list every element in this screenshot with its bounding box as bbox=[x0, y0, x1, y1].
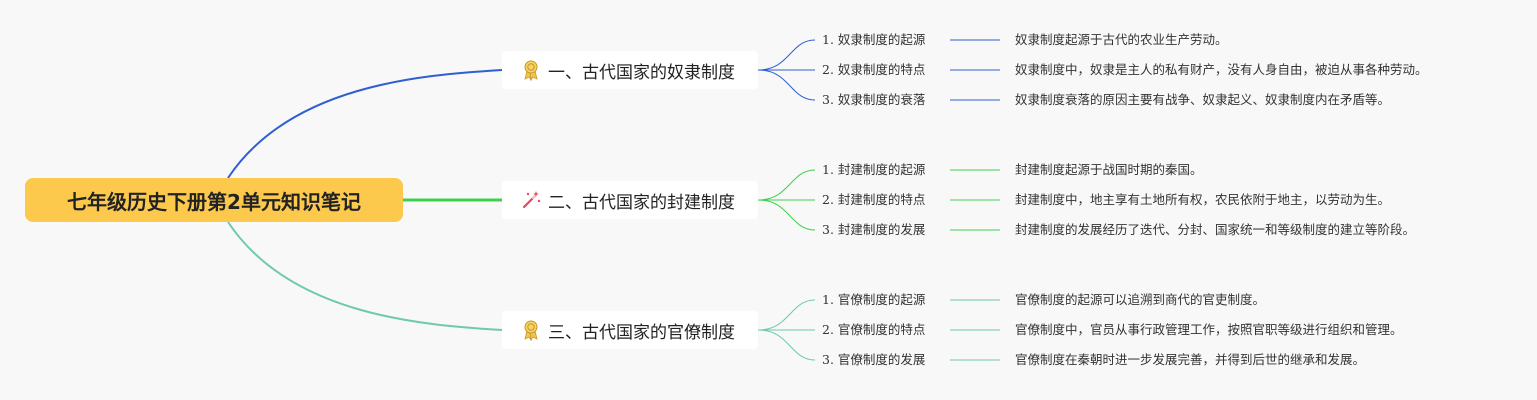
connector-root-branch1 bbox=[227, 69, 503, 179]
branch-topic-feudal[interactable]: 二、古代国家的封建制度 bbox=[502, 181, 758, 219]
branch-label: 一、古代国家的奴隶制度 bbox=[548, 62, 735, 83]
branch-topic-slavery[interactable]: 一、古代国家的奴隶制度 bbox=[502, 51, 758, 89]
subtopic-slavery-origin[interactable]: 1. 奴隶制度的起源 bbox=[822, 32, 926, 47]
subtopic-slavery-decline[interactable]: 3. 奴隶制度的衰落 bbox=[822, 92, 926, 107]
connector-b2-sub3 bbox=[757, 199, 816, 231]
desc-bureaucracy-features[interactable]: 官僚制度中，官员从事行政管理工作，按照官职等级进行组织和管理。 bbox=[1015, 322, 1403, 337]
connector-b3-sub1 bbox=[757, 299, 816, 331]
desc-feudal-development[interactable]: 封建制度的发展经历了迭代、分封、国家统一和等级制度的建立等阶段。 bbox=[1015, 222, 1416, 237]
branch-label: 二、古代国家的封建制度 bbox=[548, 192, 735, 213]
subtopic-bureaucracy-features[interactable]: 2. 官僚制度的特点 bbox=[822, 322, 926, 337]
desc-slavery-decline[interactable]: 奴隶制度衰落的原因主要有战争、奴隶起义、奴隶制度内在矛盾等。 bbox=[1015, 92, 1391, 107]
subtopic-feudal-origin[interactable]: 1. 封建制度的起源 bbox=[822, 162, 926, 177]
connector-root-branch3 bbox=[227, 221, 503, 331]
desc-bureaucracy-development[interactable]: 官僚制度在秦朝时进一步发展完善，并得到后世的继承和发展。 bbox=[1015, 352, 1366, 367]
subtopic-bureaucracy-development[interactable]: 3. 官僚制度的发展 bbox=[822, 352, 926, 367]
connector-b1-sub3 bbox=[757, 69, 816, 101]
magic-wand-icon bbox=[520, 189, 542, 211]
connector-b1-sub1 bbox=[757, 39, 816, 71]
branch-topic-bureaucracy[interactable]: 三、古代国家的官僚制度 bbox=[502, 311, 758, 349]
connector-b3-sub3 bbox=[757, 329, 816, 361]
award-ribbon-icon bbox=[520, 59, 542, 82]
desc-feudal-origin[interactable]: 封建制度起源于战国时期的秦国。 bbox=[1015, 162, 1203, 177]
branch-label: 三、古代国家的官僚制度 bbox=[548, 322, 735, 343]
desc-slavery-origin[interactable]: 奴隶制度起源于古代的农业生产劳动。 bbox=[1015, 32, 1228, 47]
desc-feudal-features[interactable]: 封建制度中，地主享有土地所有权，农民依附于地主，以劳动为生。 bbox=[1015, 192, 1391, 207]
desc-slavery-features[interactable]: 奴隶制度中，奴隶是主人的私有财产，没有人身自由，被迫从事各种劳动。 bbox=[1015, 62, 1428, 77]
award-ribbon-icon bbox=[520, 319, 542, 342]
subtopic-feudal-development[interactable]: 3. 封建制度的发展 bbox=[822, 222, 926, 237]
subtopic-bureaucracy-origin[interactable]: 1. 官僚制度的起源 bbox=[822, 292, 926, 307]
desc-bureaucracy-origin[interactable]: 官僚制度的起源可以追溯到商代的官吏制度。 bbox=[1015, 292, 1266, 307]
subtopic-feudal-features[interactable]: 2. 封建制度的特点 bbox=[822, 192, 926, 207]
root-title: 七年级历史下册第2单元知识笔记 bbox=[67, 189, 361, 214]
root-topic[interactable]: 七年级历史下册第2单元知识笔记 bbox=[25, 178, 403, 222]
connector-b2-sub1 bbox=[757, 169, 816, 201]
subtopic-slavery-features[interactable]: 2. 奴隶制度的特点 bbox=[822, 62, 926, 77]
